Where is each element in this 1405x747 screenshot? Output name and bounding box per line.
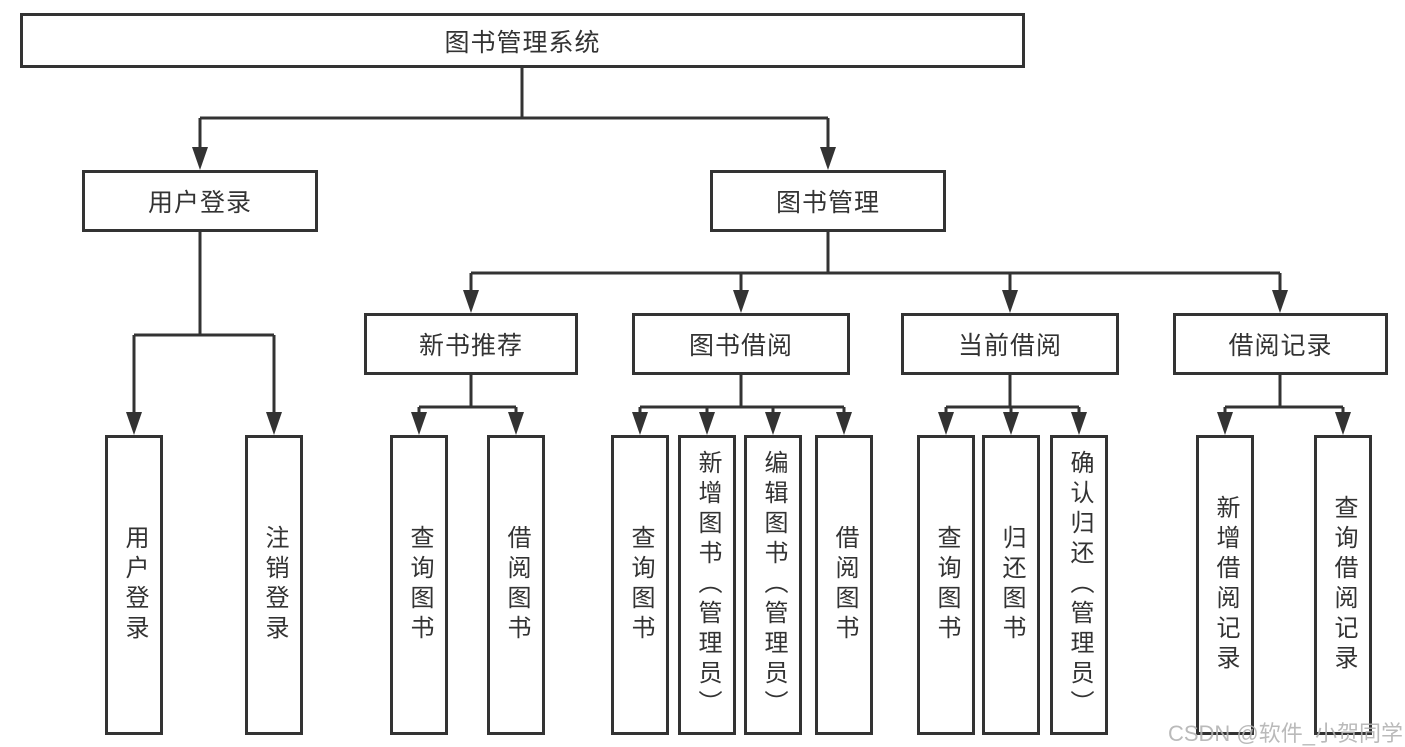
node-label: 注销登录 [261, 525, 288, 645]
node-label: 查询图书 [406, 525, 433, 645]
connector-user-login [132, 232, 276, 415]
node-current-borrow: 当前借阅 [901, 313, 1119, 375]
leaf-add-borrow-record: 新增借阅记录 [1196, 435, 1254, 735]
node-book-management: 图书管理 [710, 170, 946, 232]
node-label: 编辑图书（管理员） [760, 450, 787, 720]
connector-current-borrow [944, 375, 1081, 417]
leaf-add-books-admin: 新增图书（管理员） [678, 435, 736, 735]
leaf-user-login: 用户登录 [105, 435, 163, 735]
leaf-query-borrow-record: 查询借阅记录 [1314, 435, 1372, 735]
node-label: 当前借阅 [957, 332, 1062, 360]
connector-book-borrow [638, 375, 846, 417]
leaf-confirm-return-admin: 确认归还（管理员） [1050, 435, 1108, 735]
node-label: 借阅图书 [831, 525, 858, 645]
node-label: 用户登录 [121, 525, 148, 645]
leaf-edit-books-admin: 编辑图书（管理员） [744, 435, 802, 735]
leaf-borrow-books: 借阅图书 [815, 435, 873, 735]
node-library-management-system: 图书管理系统 [20, 13, 1025, 68]
node-label: 借阅记录 [1228, 332, 1333, 360]
node-label: 图书管理 [775, 189, 880, 217]
node-new-book-recommend: 新书推荐 [364, 313, 578, 375]
leaf-query-books-recommend: 查询图书 [390, 435, 448, 735]
node-borrow-records: 借阅记录 [1173, 313, 1388, 375]
node-label: 归还图书 [998, 525, 1025, 645]
leaf-borrow-books-recommend: 借阅图书 [487, 435, 545, 735]
node-label: 新增借阅记录 [1212, 495, 1239, 675]
node-label: 图书管理系统 [444, 28, 601, 57]
node-label: 新书推荐 [418, 332, 523, 360]
node-label: 用户登录 [147, 189, 252, 217]
node-label: 新增图书（管理员） [694, 450, 721, 720]
node-label: 查询图书 [933, 525, 960, 645]
node-label: 确认归还（管理员） [1066, 450, 1093, 720]
node-label: 查询图书 [627, 525, 654, 645]
leaf-query-books-current: 查询图书 [917, 435, 975, 735]
node-label: 图书借阅 [688, 332, 793, 360]
leaf-return-books: 归还图书 [982, 435, 1040, 735]
connector-book-management [469, 232, 1282, 293]
node-label: 借阅图书 [503, 525, 530, 645]
leaf-logout: 注销登录 [245, 435, 303, 735]
connector-root [198, 68, 830, 150]
leaf-query-books-borrow: 查询图书 [611, 435, 669, 735]
arrowheads [126, 147, 1351, 435]
csdn-watermark: CSDN @软件_小贺同学 [1167, 721, 1403, 746]
connector-borrow-records [1223, 375, 1345, 417]
connector-new-book-recommend [417, 375, 518, 417]
node-user-login: 用户登录 [82, 170, 318, 232]
node-book-borrow: 图书借阅 [632, 313, 850, 375]
node-label: 查询借阅记录 [1330, 495, 1357, 675]
